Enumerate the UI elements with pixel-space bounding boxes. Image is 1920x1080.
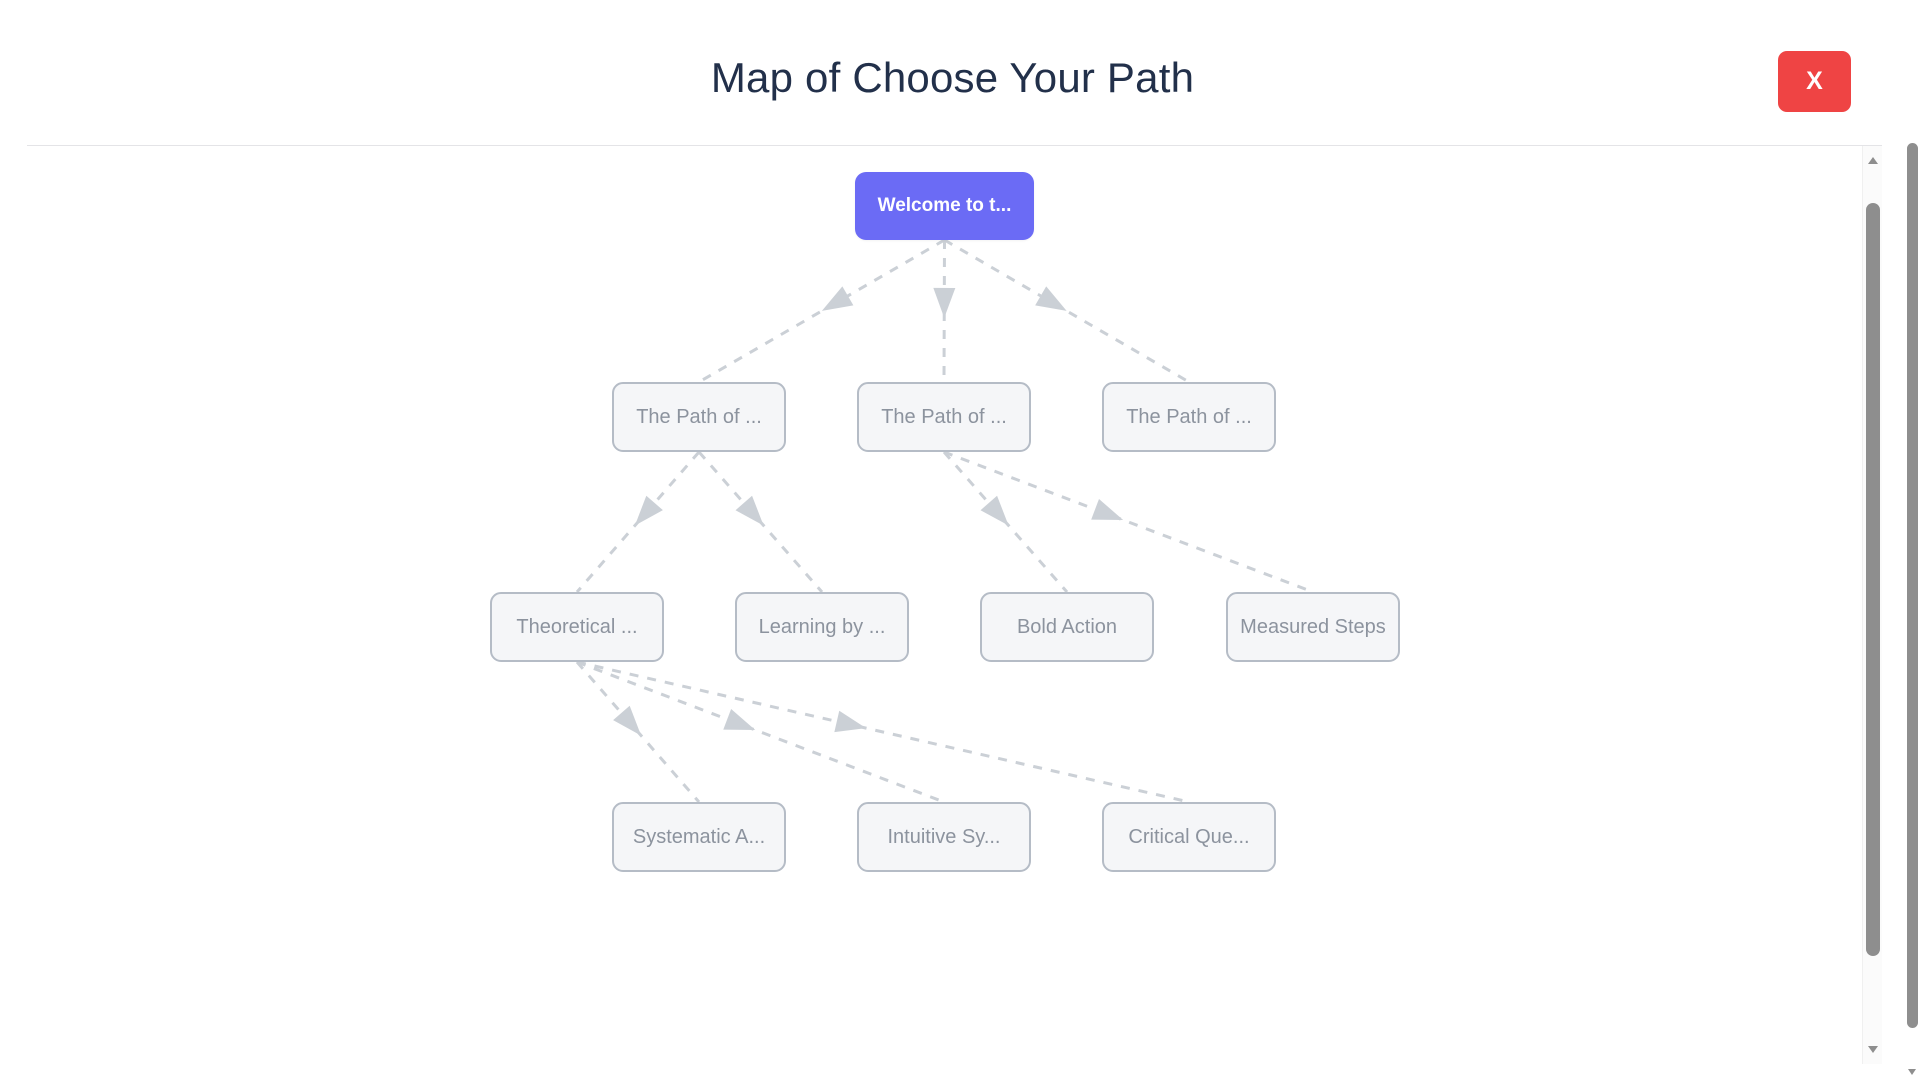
map-node-label: Measured Steps <box>1240 615 1386 638</box>
map-edge-arrow-icon <box>821 286 854 311</box>
map-node-label: Critical Que... <box>1128 825 1250 848</box>
map-edge <box>942 451 1069 593</box>
map-edge <box>942 239 946 383</box>
map-edge-arrow-icon <box>634 495 663 526</box>
map-header: Map of Choose Your Path X <box>0 0 1905 146</box>
map-edge <box>576 660 1190 804</box>
map-node[interactable]: Theoretical ... <box>490 592 664 662</box>
map-node-label: Intuitive Sy... <box>887 825 1001 848</box>
map-node[interactable]: The Path of ... <box>857 382 1031 452</box>
map-node-label: Systematic A... <box>632 825 766 848</box>
map-edge-arrow-icon <box>1091 499 1124 520</box>
header-divider <box>27 145 1882 146</box>
map-edge-arrow-icon <box>735 495 764 526</box>
map-edge <box>943 238 1190 384</box>
scroll-up-arrow-icon[interactable] <box>1868 157 1878 164</box>
scroll-down-arrow-icon[interactable] <box>1868 1046 1878 1053</box>
close-button[interactable]: X <box>1778 51 1851 112</box>
map-node-root[interactable]: Welcome to t... <box>855 172 1034 240</box>
map-viewport[interactable]: Welcome to t... The Path of ... The Path o… <box>0 146 1882 1064</box>
map-edge <box>698 238 946 384</box>
map-node-label: The Path of ... <box>636 405 762 428</box>
map-canvas[interactable]: Welcome to t... The Path of ... The Path o… <box>0 146 1862 1064</box>
page-scrollbar-thumb[interactable] <box>1907 143 1918 1028</box>
map-edge <box>575 451 701 593</box>
map-edge-arrow-icon <box>1035 286 1067 311</box>
map-edge <box>697 451 824 593</box>
map-node[interactable]: Systematic A... <box>612 802 786 872</box>
map-edge-arrow-icon <box>723 709 756 730</box>
map-scrollbar[interactable] <box>1862 146 1882 1064</box>
map-node-label: The Path of ... <box>881 405 1007 428</box>
map-node-label: The Path of ... <box>1126 405 1252 428</box>
map-node-label: Learning by ... <box>758 615 886 638</box>
map-node[interactable]: Measured Steps <box>1226 592 1400 662</box>
page-scrollbar[interactable] <box>1905 0 1920 1080</box>
map-node[interactable]: Intuitive Sy... <box>857 802 1031 872</box>
map-node[interactable]: Learning by ... <box>735 592 909 662</box>
map-edge <box>576 660 945 804</box>
map-node[interactable]: Critical Que... <box>1102 802 1276 872</box>
map-edge-arrow-icon <box>980 495 1009 526</box>
map-edge-arrow-icon <box>834 710 867 733</box>
map-node-label: Welcome to t... <box>877 195 1012 216</box>
map-node[interactable]: The Path of ... <box>612 382 786 452</box>
page-scroll-down-arrow-icon[interactable] <box>1908 1069 1916 1075</box>
map-edge-arrow-icon <box>613 705 642 736</box>
map-node[interactable]: Bold Action <box>980 592 1154 662</box>
edge-layer <box>575 238 1314 804</box>
page-title: Map of Choose Your Path <box>710 54 1195 101</box>
map-scrollbar-thumb[interactable] <box>1866 203 1880 956</box>
map-node[interactable]: The Path of ... <box>1102 382 1276 452</box>
map-node-label: Theoretical ... <box>516 615 638 638</box>
map-node-label: Bold Action <box>1016 615 1118 638</box>
map-edge-arrow-icon <box>933 287 956 318</box>
map-edge <box>575 661 701 803</box>
map-edge <box>943 450 1314 594</box>
